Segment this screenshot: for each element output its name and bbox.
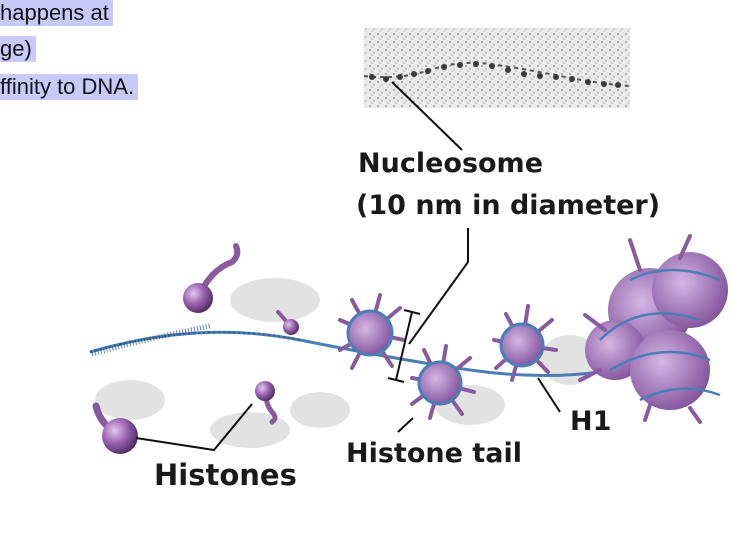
text-fragment-3: ffinity to DNA. bbox=[0, 74, 139, 100]
free-histones bbox=[92, 243, 299, 454]
background-shadows bbox=[95, 278, 600, 448]
h1-label: H1 bbox=[570, 406, 612, 437]
micrograph-image bbox=[363, 28, 631, 108]
nucleosome-label: Nucleosome bbox=[358, 148, 544, 179]
histones-label: Histones bbox=[154, 458, 297, 492]
h1-leader-line bbox=[537, 377, 561, 413]
text-fragment-1: happens at bbox=[0, 0, 113, 26]
text-fragment-2: ge) bbox=[0, 36, 36, 62]
nucleosome-2 bbox=[410, 344, 476, 420]
histone-tail-label: Histone tail bbox=[346, 438, 522, 469]
nucleosome-3 bbox=[492, 304, 558, 382]
condensed-chromatin bbox=[578, 234, 728, 424]
histones-leader-line bbox=[135, 403, 253, 452]
nucleosome-diameter-label: (10 nm in diameter) bbox=[356, 190, 661, 221]
histone-tail-leader-line bbox=[397, 417, 414, 433]
nucleosome-1 bbox=[338, 293, 406, 370]
diameter-bracket bbox=[387, 309, 421, 383]
nucleosome-leader-line bbox=[408, 228, 469, 345]
micrograph-leader-line bbox=[391, 81, 463, 151]
